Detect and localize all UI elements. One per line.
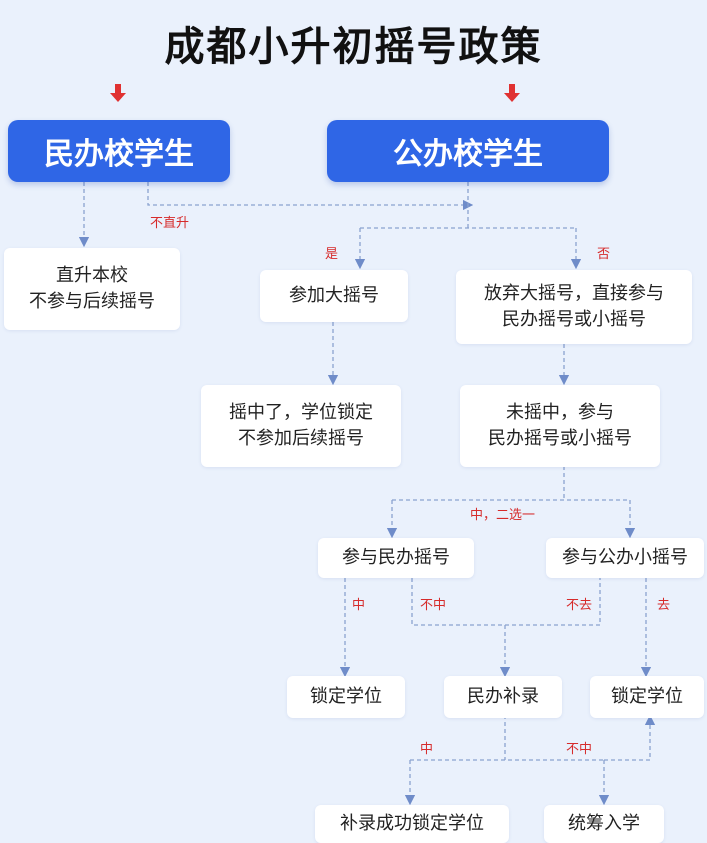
connector-not-direct <box>147 182 474 211</box>
join-big-lottery-text: 参加大摇号 <box>289 284 379 306</box>
supplement-success-node: 补录成功锁定学位 <box>315 805 509 843</box>
private-lottery-text: 参与民办摇号 <box>342 546 450 568</box>
join-big-lottery-node: 参加大摇号 <box>260 270 408 322</box>
lock-seat-left-text: 锁定学位 <box>310 685 382 707</box>
connector-merge-bar <box>411 578 601 626</box>
public-small-lottery-text: 参与公办小摇号 <box>562 546 688 568</box>
label-not-go: 不去 <box>566 598 593 613</box>
label-go: 去 <box>657 598 671 613</box>
public-student-node: 公办校学生 <box>327 120 609 182</box>
connector-miss-up <box>604 714 656 761</box>
label-yes: 是 <box>325 247 339 262</box>
private-student-node: 民办校学生 <box>8 120 230 182</box>
label-not-direct: 不直升 <box>150 216 190 231</box>
give-up-big-text: 放弃大摇号，直接参与 民办摇号或小摇号 <box>484 282 664 330</box>
won-locked-node: 摇中了，学位锁定 不参加后续摇号 <box>201 385 401 467</box>
won-locked-text: 摇中了，学位锁定 不参加后续摇号 <box>229 401 373 449</box>
label-hit-left: 中 <box>352 598 366 613</box>
label-miss-bottom: 不中 <box>566 742 593 757</box>
public-small-lottery-node: 参与公办小摇号 <box>546 538 704 578</box>
lock-seat-right-text: 锁定学位 <box>611 685 683 707</box>
direct-promote-node: 直升本校 不参与后续摇号 <box>4 248 180 330</box>
not-won-text: 未摇中，参与 民办摇号或小摇号 <box>488 401 632 449</box>
label-no: 否 <box>597 247 611 262</box>
label-choose-one: 中，二选一 <box>470 508 536 523</box>
coordinated-enroll-node: 统筹入学 <box>544 805 664 843</box>
label-miss-left: 不中 <box>420 598 447 613</box>
direct-promote-text: 直升本校 不参与后续摇号 <box>29 264 155 312</box>
not-won-node: 未摇中，参与 民办摇号或小摇号 <box>460 385 660 467</box>
supplement-success-text: 补录成功锁定学位 <box>340 812 484 834</box>
coordinated-enroll-text: 统筹入学 <box>568 812 640 834</box>
private-supplement-text: 民办补录 <box>467 685 539 707</box>
label-hit-bottom: 中 <box>420 742 434 757</box>
lock-seat-left-node: 锁定学位 <box>287 676 405 718</box>
page-title: 成都小升初摇号政策 <box>164 24 543 70</box>
lock-seat-right-node: 锁定学位 <box>590 676 704 718</box>
private-supplement-node: 民办补录 <box>444 676 562 718</box>
private-lottery-node: 参与民办摇号 <box>318 538 474 578</box>
give-up-big-node: 放弃大摇号，直接参与 民办摇号或小摇号 <box>456 270 692 344</box>
